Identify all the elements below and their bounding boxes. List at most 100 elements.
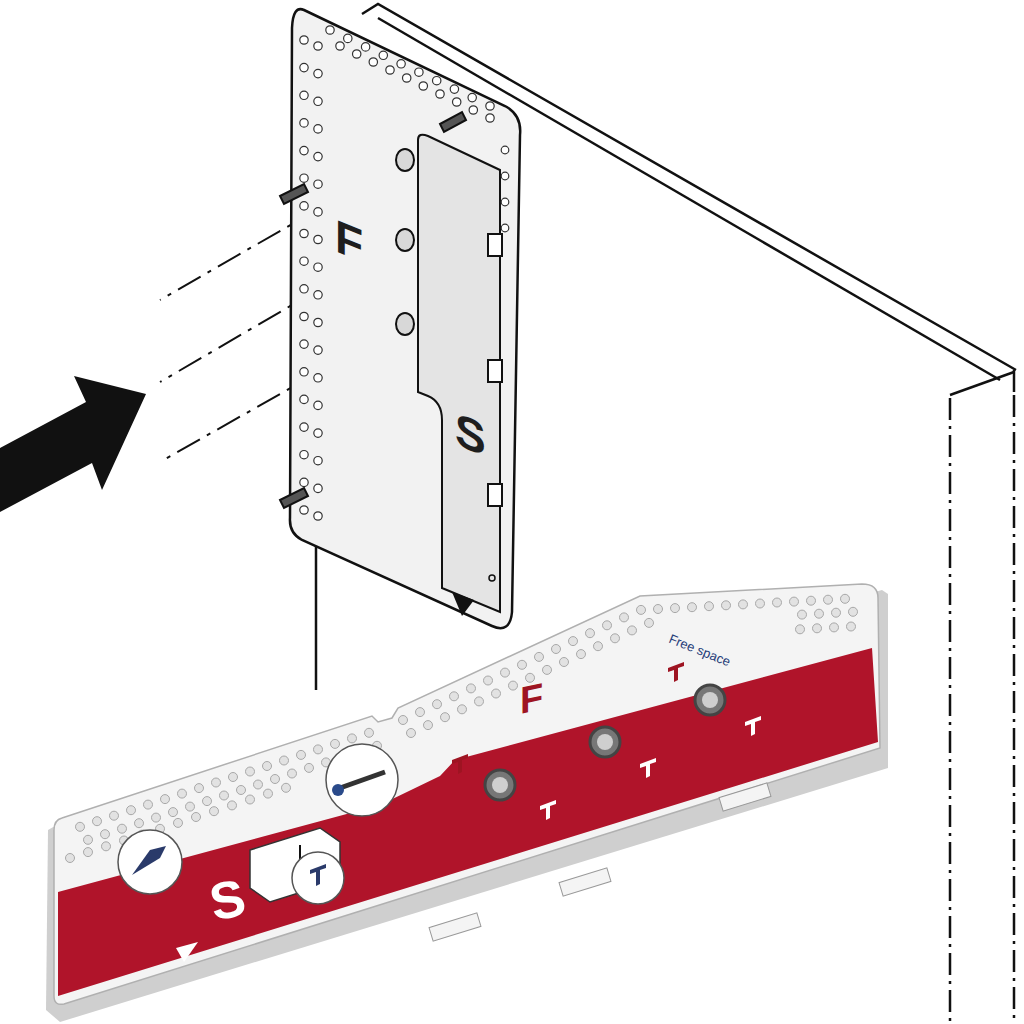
hole	[830, 623, 839, 632]
hole	[399, 716, 408, 725]
hole	[300, 478, 308, 486]
hole	[314, 401, 322, 409]
hole	[102, 842, 111, 851]
hole	[300, 36, 308, 44]
hole	[300, 202, 308, 210]
hole	[486, 114, 494, 122]
hole	[688, 603, 697, 612]
hole	[300, 368, 308, 376]
hole	[453, 98, 461, 106]
hole	[773, 598, 782, 607]
hole	[509, 681, 518, 690]
hole	[501, 668, 510, 677]
template-label: F	[520, 677, 543, 720]
hole	[348, 734, 357, 743]
hole	[552, 645, 561, 654]
hole	[314, 457, 322, 465]
hole	[152, 813, 161, 822]
panel-edge	[1013, 370, 1016, 392]
hole	[169, 808, 178, 817]
hole	[300, 91, 308, 99]
hole	[300, 229, 308, 237]
hole	[628, 626, 637, 635]
hole	[263, 762, 272, 771]
hole	[195, 784, 204, 793]
hole	[246, 767, 255, 776]
hole	[813, 624, 822, 633]
screw-icon	[452, 754, 468, 774]
hand-tool-symbol	[132, 846, 166, 875]
hidden-edge	[1013, 395, 1016, 1024]
hole	[403, 74, 411, 82]
hole	[586, 629, 595, 638]
hole	[314, 291, 322, 299]
red-zone	[58, 648, 878, 996]
bushing	[396, 149, 414, 171]
screw-icons	[452, 662, 684, 774]
hole	[288, 769, 297, 778]
hole	[407, 729, 416, 738]
hole	[450, 692, 459, 701]
hole	[841, 594, 850, 603]
hole	[300, 312, 308, 320]
icon-circle	[326, 744, 398, 816]
hole	[397, 60, 405, 68]
hole	[543, 665, 552, 674]
hole	[849, 607, 858, 616]
hole	[300, 506, 308, 514]
hole	[489, 575, 495, 581]
screw-icon	[310, 864, 326, 886]
hole	[314, 484, 322, 492]
screw-icon	[640, 758, 656, 778]
pin	[280, 184, 308, 204]
hole	[424, 721, 433, 730]
hole	[796, 625, 805, 634]
hole	[645, 618, 654, 627]
hole	[361, 43, 369, 51]
hole	[229, 773, 238, 782]
hole	[297, 750, 306, 759]
hole	[314, 235, 322, 243]
screw-icon	[540, 800, 556, 820]
hole	[501, 224, 509, 232]
hole	[798, 610, 807, 619]
hole	[468, 93, 476, 101]
hole	[353, 50, 361, 58]
hole	[433, 700, 442, 709]
clip	[488, 484, 502, 506]
hole	[300, 257, 308, 265]
hole	[501, 198, 509, 206]
hole	[722, 601, 731, 610]
clip	[719, 783, 771, 811]
hole	[254, 780, 263, 789]
direction-arrow	[0, 376, 146, 512]
hole	[458, 705, 467, 714]
pin	[440, 112, 466, 132]
hole	[386, 66, 394, 74]
template-label: F	[335, 212, 363, 269]
clip	[488, 360, 502, 382]
drill-bushings	[396, 149, 414, 335]
hole	[365, 728, 374, 737]
screw-head	[332, 784, 344, 796]
bushing	[590, 727, 620, 757]
hole	[300, 63, 308, 71]
hole	[264, 789, 273, 798]
hole	[637, 605, 646, 614]
hole	[369, 58, 377, 66]
hole	[815, 609, 824, 618]
hole	[161, 795, 170, 804]
hole	[314, 125, 322, 133]
hole	[186, 802, 195, 811]
bushing	[396, 313, 414, 335]
hole	[654, 605, 663, 614]
hole	[314, 97, 322, 105]
panel-edge	[950, 372, 1014, 395]
hole	[603, 621, 612, 630]
hole	[484, 676, 493, 685]
hole	[379, 51, 387, 59]
hole	[84, 835, 93, 844]
template-clips	[488, 234, 502, 506]
direction-mark	[452, 592, 474, 616]
